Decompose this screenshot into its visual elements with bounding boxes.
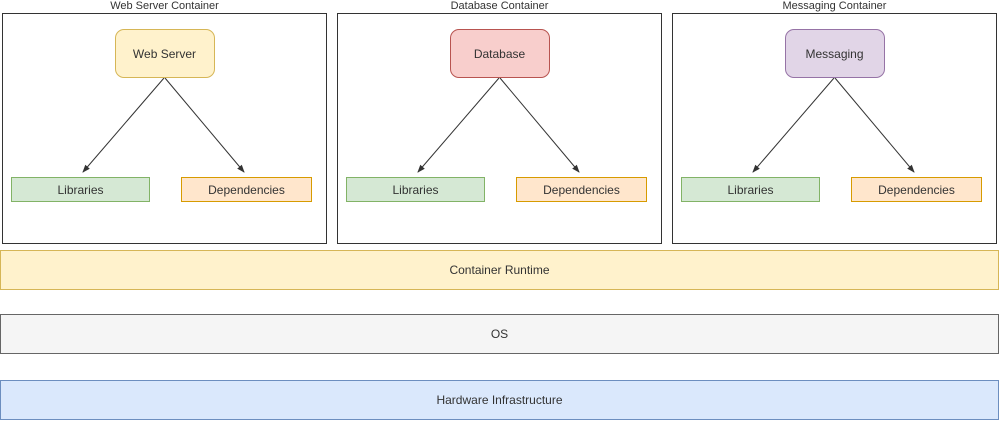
layer-container-runtime: Container Runtime (0, 250, 999, 290)
arrow-to-dependencies (164, 77, 245, 173)
container-title: Database Container (450, 0, 549, 12)
arrow-to-libraries (752, 77, 835, 173)
node-web-server: Web Server (114, 29, 215, 78)
layer-os: OS (0, 314, 999, 354)
node-libraries: Libraries (11, 177, 150, 202)
node-messaging: Messaging (784, 29, 885, 78)
node-dependencies: Dependencies (181, 177, 312, 202)
container-title: Messaging Container (782, 0, 887, 12)
layer-hardware-infrastructure: Hardware Infrastructure (0, 380, 999, 420)
arrow-to-dependencies (499, 77, 580, 173)
connector-arrows (82, 77, 245, 173)
arrow-to-libraries (417, 77, 500, 173)
connector-arrows (752, 77, 915, 173)
arrow-to-libraries (82, 77, 165, 173)
node-dependencies: Dependencies (851, 177, 982, 202)
node-database: Database (449, 29, 550, 78)
container-group-messaging: Messaging Container Messaging Libraries … (672, 0, 997, 244)
container-group-database: Database Container Database Libraries De… (337, 0, 662, 244)
container-box: Web Server Libraries Dependencies (2, 13, 327, 244)
container-group-web-server: Web Server Container Web Server Librarie… (2, 0, 327, 244)
connector-arrows (417, 77, 580, 173)
container-box: Messaging Libraries Dependencies (672, 13, 997, 244)
node-libraries: Libraries (346, 177, 485, 202)
node-libraries: Libraries (681, 177, 820, 202)
node-dependencies: Dependencies (516, 177, 647, 202)
container-box: Database Libraries Dependencies (337, 13, 662, 244)
container-title: Web Server Container (110, 0, 219, 12)
arrow-to-dependencies (834, 77, 915, 173)
